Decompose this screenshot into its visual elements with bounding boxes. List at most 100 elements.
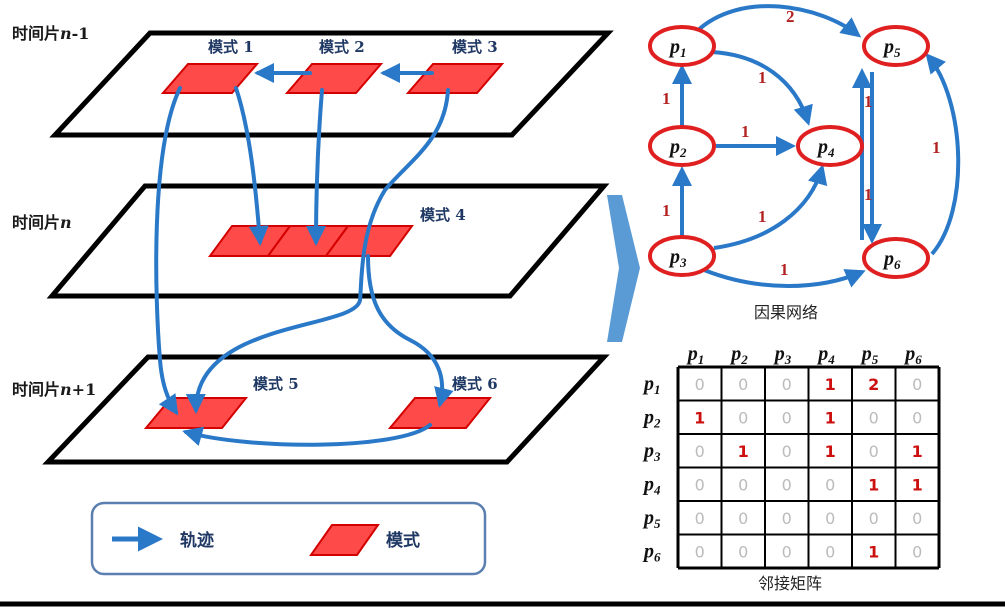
slice-label-prev: 时间片n-1 [12, 24, 89, 43]
matrix-column-headers: p1 p2 p3 p4 p5 p6 [686, 343, 923, 367]
node-p2: p2 [648, 125, 716, 167]
trajectory-m6-m5 [182, 423, 432, 447]
matrix-cell: 1 [912, 475, 923, 494]
causal-network: 2 1 1 1 1 1 1 1 1 1 p1 p2 p3 p4 [648, 4, 961, 322]
matrix-cell: 0 [782, 475, 792, 494]
matrix-cell: 0 [782, 542, 792, 561]
matrix-cell: 0 [695, 475, 705, 494]
matrix-col-header: p1 [686, 343, 705, 367]
mode-label-4: 模式 4 [420, 206, 466, 224]
matrix-cell: 1 [738, 442, 749, 461]
node-p1: p1 [648, 25, 716, 67]
mode-1-shape [160, 63, 260, 94]
network-edges [672, 4, 961, 288]
weight-p3-p6: 1 [780, 260, 789, 279]
matrix-cell: 0 [695, 542, 705, 561]
network-nodes: p1 p2 p3 p4 p5 p6 [648, 25, 930, 279]
weight-p2-p1: 1 [662, 89, 671, 108]
svg-text:p4: p4 [816, 136, 835, 160]
matrix-cell: 0 [912, 375, 922, 394]
matrix-cell: 0 [869, 408, 879, 427]
node-p5: p5 [862, 25, 930, 67]
matrix-col-header: p6 [903, 343, 922, 367]
matrix-row-header: p1 [642, 373, 661, 397]
trajectory-m1-m5 [154, 86, 182, 416]
legend-mode-shape [309, 524, 380, 556]
weight-p6-p5: 1 [932, 138, 941, 157]
svg-text:p3: p3 [668, 246, 687, 270]
weight-p4-p5: 1 [864, 92, 873, 111]
weight-p3-p2: 1 [662, 201, 671, 220]
matrix-cell: 0 [782, 375, 792, 394]
matrix-cell: 0 [825, 542, 835, 561]
weight-p2-p4: 1 [741, 122, 750, 141]
slice-label-curr: 时间片n [12, 213, 72, 232]
network-caption: 因果网络 [754, 303, 818, 322]
mode-label-6: 模式 6 [452, 375, 498, 393]
slice-label-next: 时间片n+1 [12, 380, 96, 399]
matrix-cell: 0 [738, 509, 748, 528]
matrix-cell: 0 [912, 408, 922, 427]
edge-p6-p5-outer [925, 52, 961, 256]
node-p3: p3 [648, 235, 716, 277]
matrix-cell: 1 [825, 408, 836, 427]
mode-label-1: 模式 1 [208, 38, 254, 56]
matrix-cell: 1 [694, 408, 705, 427]
edge-p1-p4 [711, 50, 813, 126]
matrix-cell: 0 [695, 375, 705, 394]
matrix-cell: 0 [738, 375, 748, 394]
matrix-cell: 0 [782, 509, 792, 528]
trajectory-m1-m4 [234, 86, 269, 246]
matrix-cell: 1 [868, 475, 879, 494]
mode-4c-shape [324, 225, 414, 257]
matrix-grid [676, 365, 941, 570]
matrix-row-header: p4 [642, 473, 661, 497]
legend-mode-label: 模式 [386, 530, 420, 551]
matrix-cell: 0 [738, 542, 748, 561]
matrix-col-header: p3 [773, 343, 792, 367]
weight-p3-p4: 1 [758, 207, 767, 226]
weight-p1-p4: 1 [758, 68, 767, 87]
matrix-cell: 1 [868, 542, 879, 561]
matrix-col-header: p5 [860, 343, 879, 367]
matrix-cell: 1 [912, 442, 923, 461]
trajectory-m4-m6 [366, 254, 454, 408]
matrix-cell: 0 [912, 509, 922, 528]
matrix-cell: 0 [782, 408, 792, 427]
matrix-cell: 0 [825, 509, 835, 528]
mode-6-shape [387, 397, 493, 429]
matrix-col-header: p4 [816, 343, 835, 367]
svg-text:p1: p1 [668, 36, 687, 60]
legend-box [90, 501, 487, 576]
trajectory-m3-m5 [185, 88, 450, 414]
weight-p1-p5: 2 [786, 7, 795, 26]
matrix-row-header: p2 [642, 406, 661, 430]
matrix-cell: 0 [912, 542, 922, 561]
matrix-cell: 0 [825, 475, 835, 494]
matrix-cell: 0 [869, 442, 879, 461]
matrix-cell: 1 [825, 375, 836, 394]
svg-text:p2: p2 [668, 136, 687, 160]
edge-p3-p6 [703, 268, 866, 288]
matrix-cell: 0 [695, 509, 705, 528]
matrix-cell: 0 [738, 475, 748, 494]
node-p4: p4 [796, 125, 864, 167]
edge-p3-p4 [713, 164, 828, 250]
matrix-cell: 0 [782, 442, 792, 461]
matrix-cell: 0 [869, 509, 879, 528]
trajectories [154, 63, 454, 447]
matrix-row-header: p3 [642, 440, 661, 464]
matrix-cell: 0 [695, 442, 705, 461]
weight-p4-p6: 1 [864, 185, 873, 204]
mode-label-3: 模式 3 [452, 38, 498, 56]
mode-label-2: 模式 2 [319, 38, 365, 56]
matrix-col-header: p2 [729, 343, 748, 367]
svg-text:p6: p6 [882, 248, 901, 272]
mode-label-5: 模式 5 [253, 375, 299, 393]
transition-arrow [607, 195, 640, 342]
matrix-row-header: p6 [642, 540, 661, 564]
matrix-caption: 邻接矩阵 [758, 574, 822, 593]
matrix-cell: 2 [868, 375, 879, 394]
